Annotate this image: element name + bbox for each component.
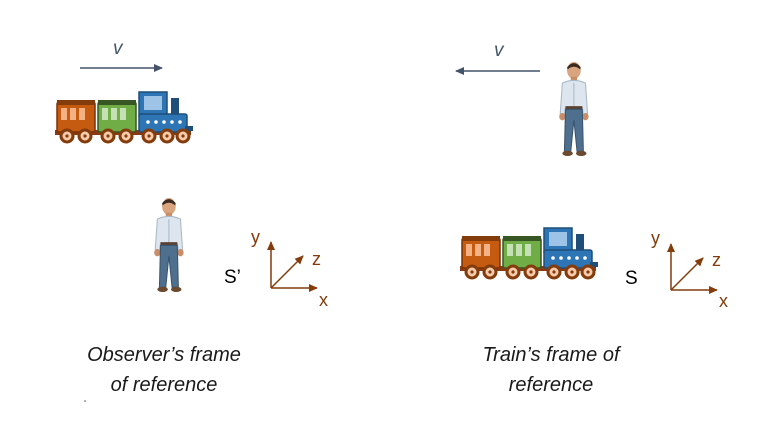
person-icon: [153, 197, 185, 293]
axis-label-x: x: [319, 290, 328, 310]
caption-line: reference: [508, 374, 594, 396]
frame-label-observer: S’: [224, 267, 241, 288]
caption-line: Train’s frame of: [482, 344, 620, 366]
train-icon: [53, 90, 195, 144]
frame-label-train: S: [625, 268, 638, 289]
caption-line: of reference: [110, 374, 218, 396]
axes-icon: [271, 242, 317, 288]
person-icon: [558, 61, 590, 157]
caption-train-frame: Train’s frame of reference: [451, 340, 651, 400]
caption-observer-frame: Observer’s frame of reference: [64, 340, 264, 400]
caption-line: Observer’s frame: [87, 344, 241, 366]
velocity-label: v: [494, 40, 504, 61]
axis-label-z: z: [312, 249, 321, 269]
axis-label-y: y: [251, 227, 260, 247]
axis-label-y: y: [651, 228, 660, 248]
axis-label-z: z: [712, 250, 721, 270]
axis-label-x: x: [719, 291, 728, 311]
axes-icon: [671, 244, 717, 290]
velocity-label: v: [113, 38, 123, 59]
train-icon: [458, 226, 600, 280]
